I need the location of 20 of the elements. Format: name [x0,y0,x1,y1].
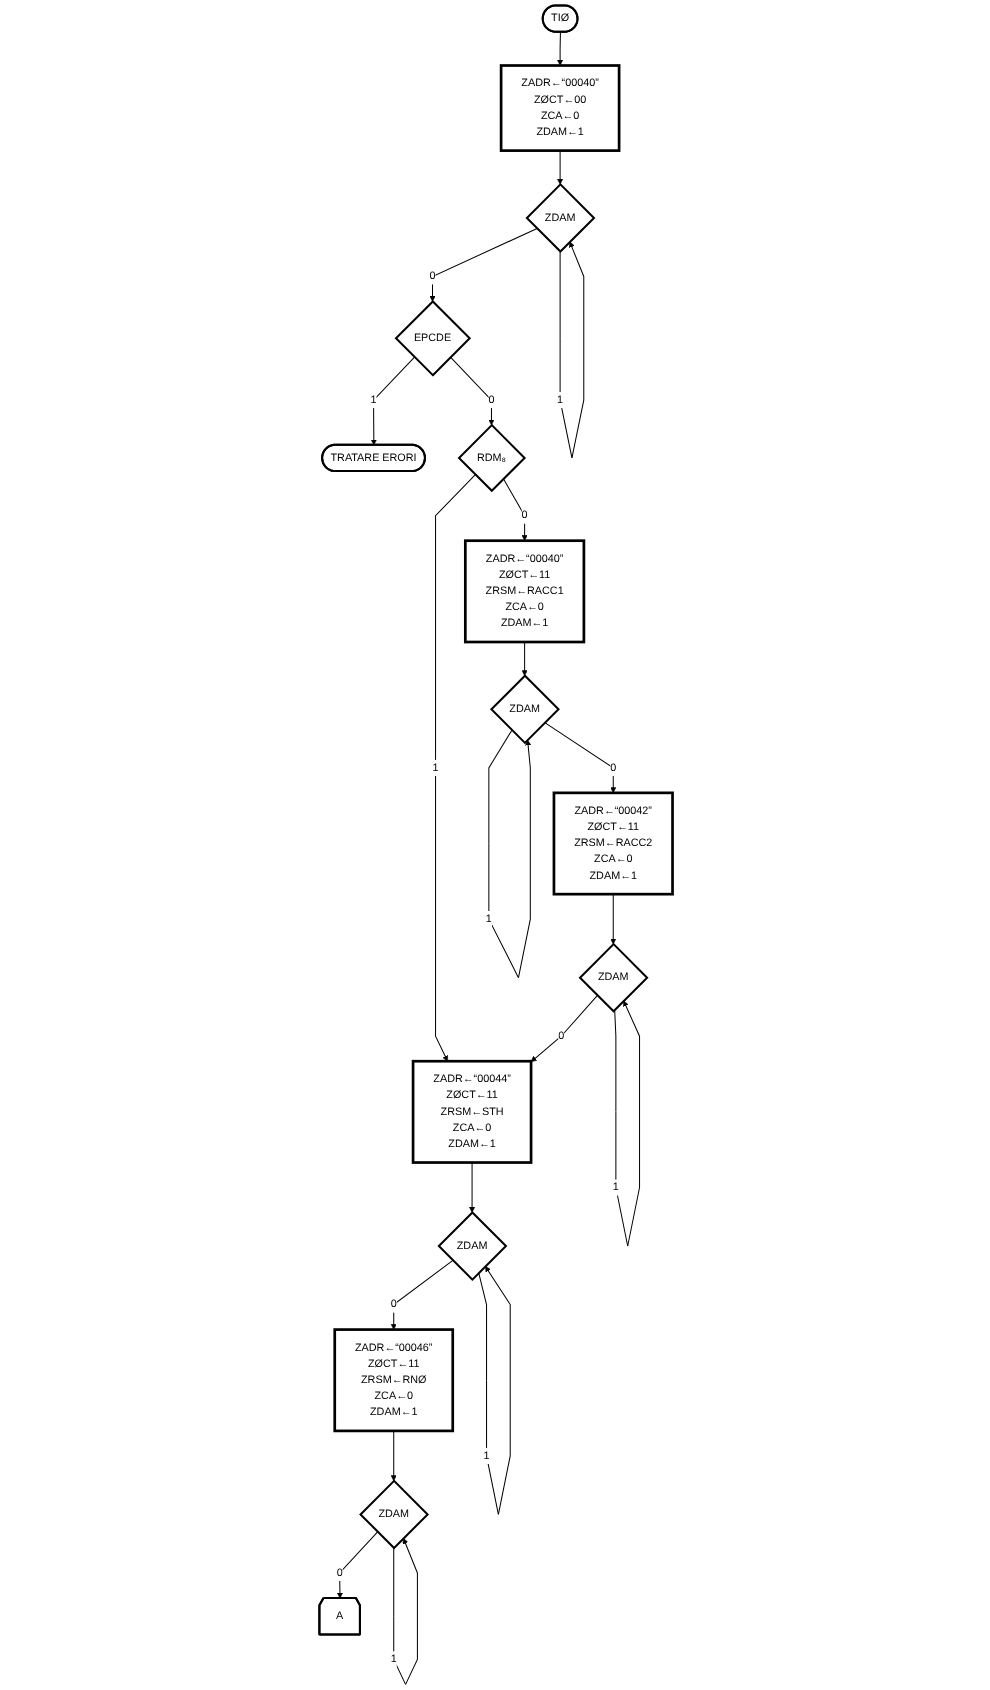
arrow [477,1266,510,1515]
arrow [613,1000,640,1247]
arrow [392,1538,417,1685]
arrow [558,241,584,459]
arrow [487,729,531,979]
arrow [428,228,537,302]
arrow [556,150,563,185]
arrow [556,31,563,66]
arrow [389,1430,396,1482]
arrow [336,1531,378,1599]
arrow [501,478,527,541]
arrow [434,474,475,1062]
arrow [389,1259,453,1330]
arrow [520,641,527,677]
arrow [369,356,415,446]
arrow [609,893,616,945]
arrow [543,722,616,794]
arrow [529,994,597,1063]
arrow [468,1162,475,1213]
arrow [449,356,494,426]
